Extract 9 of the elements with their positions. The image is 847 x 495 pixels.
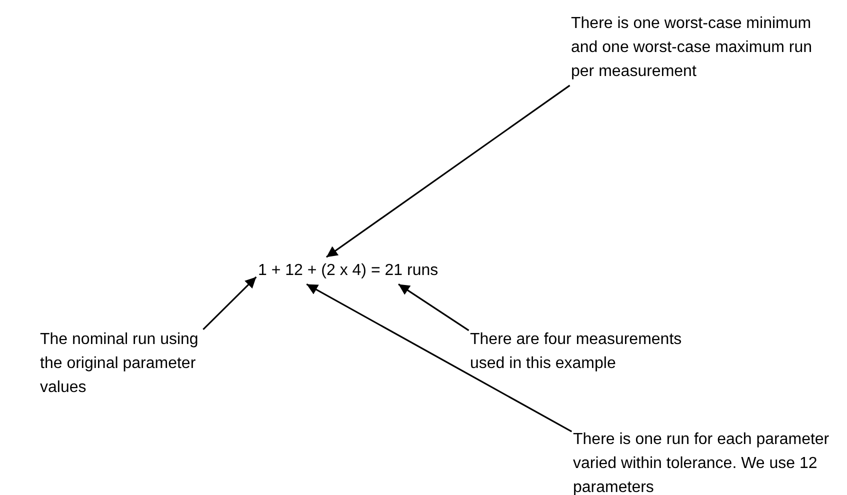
callout-text: There is one run for each parameter varied within tolerance. We use 12 parameters xyxy=(573,428,838,495)
arrow xyxy=(398,284,470,332)
arrow xyxy=(326,84,570,258)
arrow xyxy=(202,276,257,330)
callout-text: The nominal run using the original parameter values xyxy=(40,328,200,400)
formula-text: 1 + 12 + (2 x 4) = 21 runs xyxy=(258,259,438,283)
callout-text: There is one worst-case minimum and one worst-case maximum run per measurement xyxy=(571,12,821,84)
arrow xyxy=(306,284,572,432)
callout-text: There are four measurements used in this example xyxy=(470,328,720,376)
